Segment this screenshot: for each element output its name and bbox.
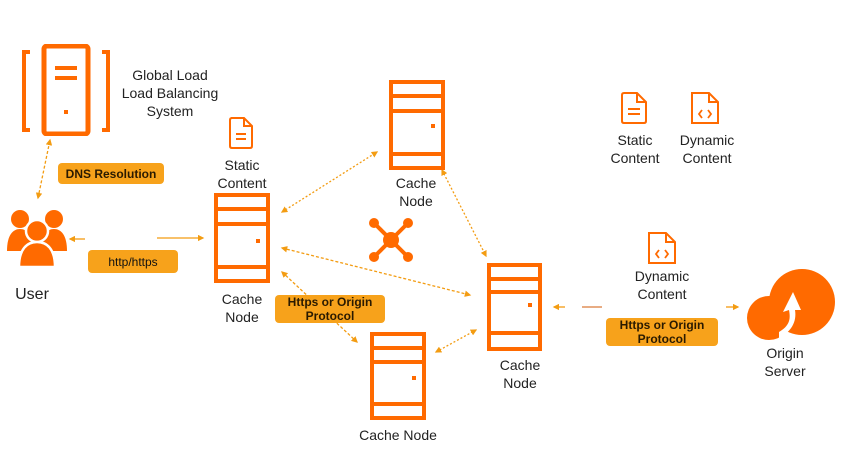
cache-node-bottom-label: Cache Node <box>359 427 437 443</box>
cache-node-top-line2: Node <box>399 193 433 209</box>
connector-cache-top-right <box>441 168 487 258</box>
code-document-icon <box>647 231 677 265</box>
glb-label: Global Load Load Balancing System <box>110 66 230 120</box>
https-origin-left-line2: Protocol <box>305 309 355 323</box>
connector-cache-left-right <box>280 246 472 297</box>
document-icon <box>228 116 254 150</box>
https-origin-right-line2: Protocol <box>637 332 687 346</box>
legend-document-icon <box>620 91 648 125</box>
static-content-line1: Static <box>224 157 260 173</box>
legend-static-content-label: Static Content <box>604 131 666 167</box>
https-origin-right-line1: Https or Origin <box>619 318 705 332</box>
legend-code-document-icon <box>690 91 720 125</box>
https-origin-badge-left: Https or Origin Protocol <box>275 295 385 323</box>
connector-cache-bottom-right <box>434 329 478 353</box>
https-origin-badge-right: Https or Origin Protocol <box>606 318 718 346</box>
cache-node-top-server-icon <box>389 80 445 170</box>
http-https-text: http/https <box>108 254 158 269</box>
cache-node-top-label: Cache Node <box>386 174 446 210</box>
cache-node-left-line2: Node <box>225 309 259 325</box>
dns-resolution-badge: DNS Resolution <box>58 163 164 184</box>
https-origin-left-line1: Https or Origin <box>287 295 373 309</box>
cache-node-top-line1: Cache <box>395 175 437 191</box>
network-hub-icon <box>368 217 414 263</box>
origin-server-line2: Server <box>764 363 806 379</box>
dns-resolution-text: DNS Resolution <box>65 166 157 181</box>
cache-node-right-line2: Node <box>503 375 537 391</box>
cache-node-bottom-server-icon <box>370 332 426 420</box>
cloud-upload-icon <box>745 268 837 344</box>
connector-cache-left-top <box>280 151 379 213</box>
static-content-label-left: Static Content <box>212 156 272 192</box>
users-group-icon <box>5 207 69 269</box>
origin-server-label: Origin Server <box>755 344 815 380</box>
dynamic-content-label-right: Dynamic Content <box>627 267 697 303</box>
glb-label-line3: System <box>146 103 194 119</box>
dynamic-content-line1: Dynamic <box>634 268 690 284</box>
user-label: User <box>15 286 49 303</box>
legend-static-line1: Static <box>617 132 653 148</box>
legend-dynamic-content-label: Dynamic Content <box>672 131 742 167</box>
cache-node-right-label: Cache Node <box>490 356 550 392</box>
cache-node-right-server-icon <box>487 263 542 351</box>
http-https-badge: http/https <box>88 250 178 273</box>
legend-static-line2: Content <box>610 150 660 166</box>
origin-server-line1: Origin <box>766 345 804 361</box>
cache-node-left-label: Cache Node <box>212 290 272 326</box>
cache-node-left-line1: Cache <box>221 291 263 307</box>
legend-dynamic-line1: Dynamic <box>679 132 735 148</box>
connector-glb-user <box>35 138 53 200</box>
glb-label-line1: Global Load <box>132 67 208 83</box>
legend-dynamic-line2: Content <box>682 150 732 166</box>
glb-label-line2: Load Balancing <box>121 85 219 101</box>
cache-node-right-line1: Cache <box>499 357 541 373</box>
server-rack-icon <box>20 43 112 137</box>
cache-node-left-server-icon <box>214 193 270 283</box>
dynamic-content-line2: Content <box>637 286 687 302</box>
static-content-line2: Content <box>217 175 267 191</box>
